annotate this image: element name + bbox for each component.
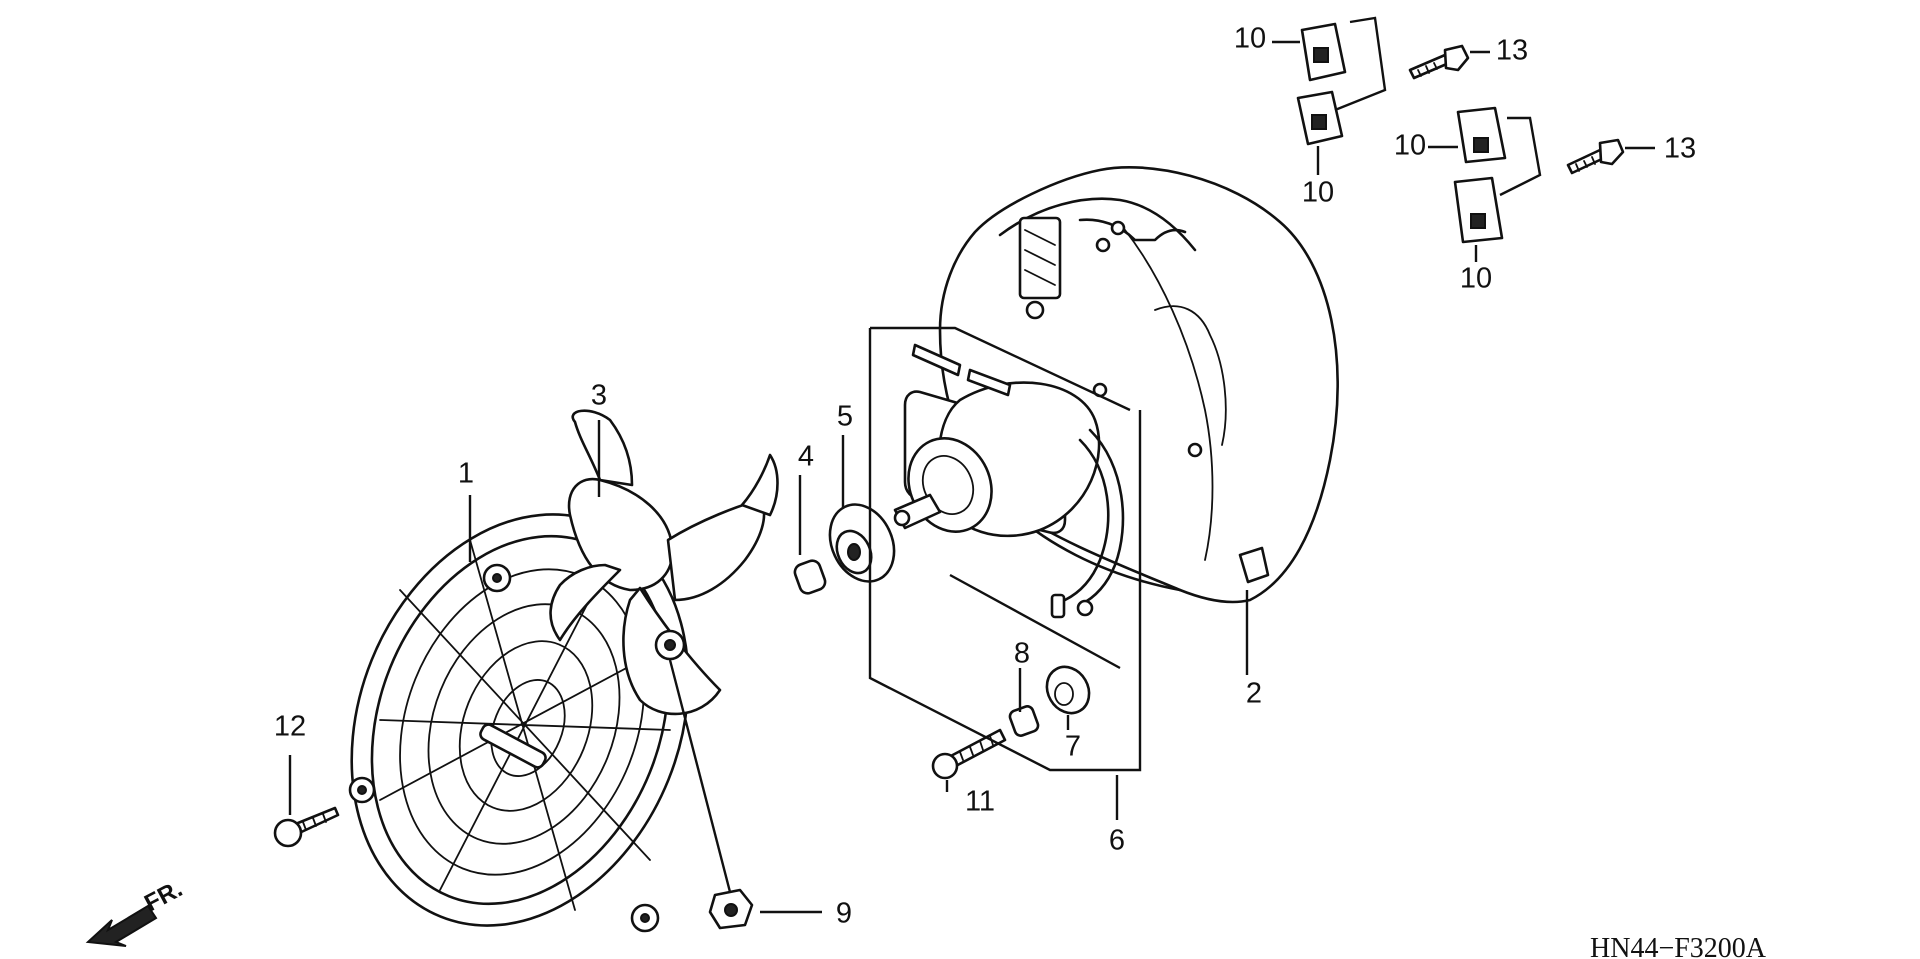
callout-1: 1 bbox=[458, 458, 474, 490]
clip-nut-lower-right bbox=[1453, 176, 1504, 244]
callout-2: 2 bbox=[1246, 678, 1262, 710]
callout-4: 4 bbox=[798, 441, 814, 473]
collar bbox=[1008, 705, 1040, 737]
flange-bolt bbox=[931, 728, 1007, 780]
clip-nut-upper-left bbox=[1300, 22, 1347, 82]
hub-washer bbox=[828, 503, 896, 583]
grommet bbox=[1045, 665, 1091, 715]
fan-motor-assembly bbox=[893, 343, 1125, 619]
callout-6: 6 bbox=[1109, 825, 1125, 857]
callout-12: 12 bbox=[274, 711, 306, 743]
part-6-grouping-bracket bbox=[868, 326, 1142, 772]
callout-7: 7 bbox=[1065, 731, 1081, 763]
clip-nut-lower-left bbox=[1296, 90, 1344, 146]
callout-labels: 1 2 3 4 5 6 7 8 9 10 10 10 10 11 12 13 1… bbox=[274, 23, 1696, 930]
callout-10-lower-left: 10 bbox=[1302, 177, 1334, 209]
callout-10-upper-left: 10 bbox=[1234, 23, 1266, 55]
callout-13-upper: 13 bbox=[1496, 35, 1528, 67]
bolt-lower bbox=[1566, 138, 1625, 175]
tapping-screw bbox=[273, 806, 340, 848]
front-direction-arrow-icon bbox=[85, 904, 158, 947]
callout-10-lower-right: 10 bbox=[1460, 263, 1492, 295]
clip-grouping-brackets bbox=[1334, 16, 1542, 197]
clip-nut-upper-right bbox=[1456, 106, 1507, 164]
callout-8: 8 bbox=[1014, 638, 1030, 670]
spacer-collar bbox=[793, 559, 827, 595]
front-direction-indicator: FR. bbox=[85, 875, 187, 947]
fan-blade bbox=[549, 409, 779, 716]
diagram-code: HN44−F3200A bbox=[1590, 933, 1767, 959]
flange-nut bbox=[708, 888, 754, 930]
bolt-upper bbox=[1408, 44, 1470, 80]
callout-leaders bbox=[288, 40, 1655, 914]
callout-9: 9 bbox=[836, 898, 852, 930]
callout-5: 5 bbox=[837, 401, 853, 433]
callout-11: 11 bbox=[965, 786, 995, 818]
callout-13-lower: 13 bbox=[1664, 133, 1696, 165]
callout-10-upper-right: 10 bbox=[1394, 130, 1426, 162]
fan-guard bbox=[348, 513, 690, 933]
callout-3: 3 bbox=[591, 380, 607, 412]
